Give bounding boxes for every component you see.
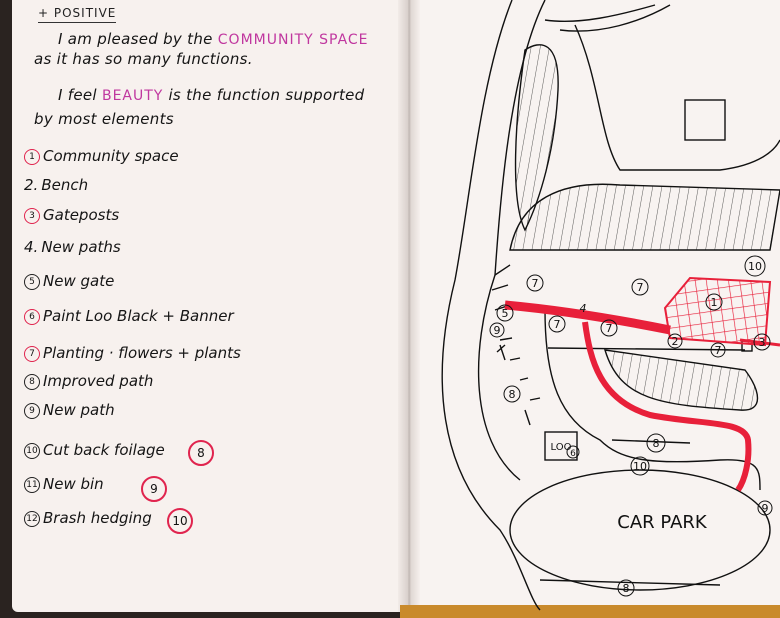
paragraph-2-line-1: I feel BEAUTY is the function supported [58,86,365,104]
map-label: 1 [705,293,723,311]
upper-bed [509,183,780,251]
fence-posts [491,264,541,401]
highlight-beauty: BEAUTY [101,88,164,104]
map-label: 3 [753,333,771,351]
svg-text:10: 10 [748,260,762,273]
map-label: 8 [503,385,521,403]
svg-text:3: 3 [759,336,766,349]
svg-text:2: 2 [672,335,679,348]
notebook-spine [398,0,420,612]
svg-text:1: 1 [711,296,718,309]
map-label: 9 [489,322,505,338]
svg-text:5: 5 [502,307,509,320]
loo-label: LOO [551,442,572,453]
loo-building [544,431,578,461]
svg-text:8: 8 [623,582,630,595]
svg-text:7: 7 [554,318,561,331]
page-edge [400,605,780,618]
list-item: 4.New paths [24,238,121,256]
new-path-branch [582,321,752,492]
svg-text:7: 7 [532,277,539,290]
heading-positive: + POSITIVE [38,6,117,23]
svg-text:7: 7 [637,281,644,294]
map-label: 5 [496,304,514,322]
map-label: 10 [630,456,650,476]
left-page [12,0,408,612]
map-label: 7 [548,315,566,333]
map-label: 9 [757,500,773,516]
lower-bed [604,349,759,411]
car-park-label: CAR PARK [617,512,708,533]
new-path-4 [504,300,671,335]
outer-boundary [441,0,541,611]
map-label: 10 [744,255,766,277]
map-label: 7 [600,319,618,337]
map-label: 7 [526,274,544,292]
paragraph-2-line-2: by most elements [34,110,174,128]
community-space [663,276,772,347]
svg-text:9: 9 [494,324,501,337]
list-item: 2.Bench [24,176,89,194]
map-label: 2 [667,333,683,349]
map-label: 7 [710,342,726,358]
map-label: 6 [566,445,580,459]
map-label: 8 [617,579,635,597]
svg-text:10: 10 [633,460,647,473]
map-reference-badge: 9 [141,476,167,502]
svg-text:9: 9 [762,502,769,515]
svg-text:8: 8 [653,437,660,450]
svg-text:6: 6 [570,449,576,459]
svg-text:7: 7 [606,322,613,335]
building-block [574,24,780,171]
paragraph-1-line-2: as it has so many functions. [34,50,253,68]
car-park [509,469,771,591]
map-label: 7 [631,278,649,296]
svg-text:4: 4 [580,302,587,315]
map-reference-badge: 8 [188,440,214,466]
map-label: 4 [580,302,587,315]
svg-text:7: 7 [715,344,722,357]
highlight-community-space: COMMUNITY SPACE [217,32,369,48]
river [544,4,671,32]
svg-text:8: 8 [509,388,516,401]
narrow-bed [514,44,559,232]
paragraph-1-line-1: I am pleased by the COMMUNITY SPACE [58,30,369,48]
map-label: 8 [646,433,666,453]
map-reference-badge: 10 [167,508,193,534]
small-building [684,99,726,141]
